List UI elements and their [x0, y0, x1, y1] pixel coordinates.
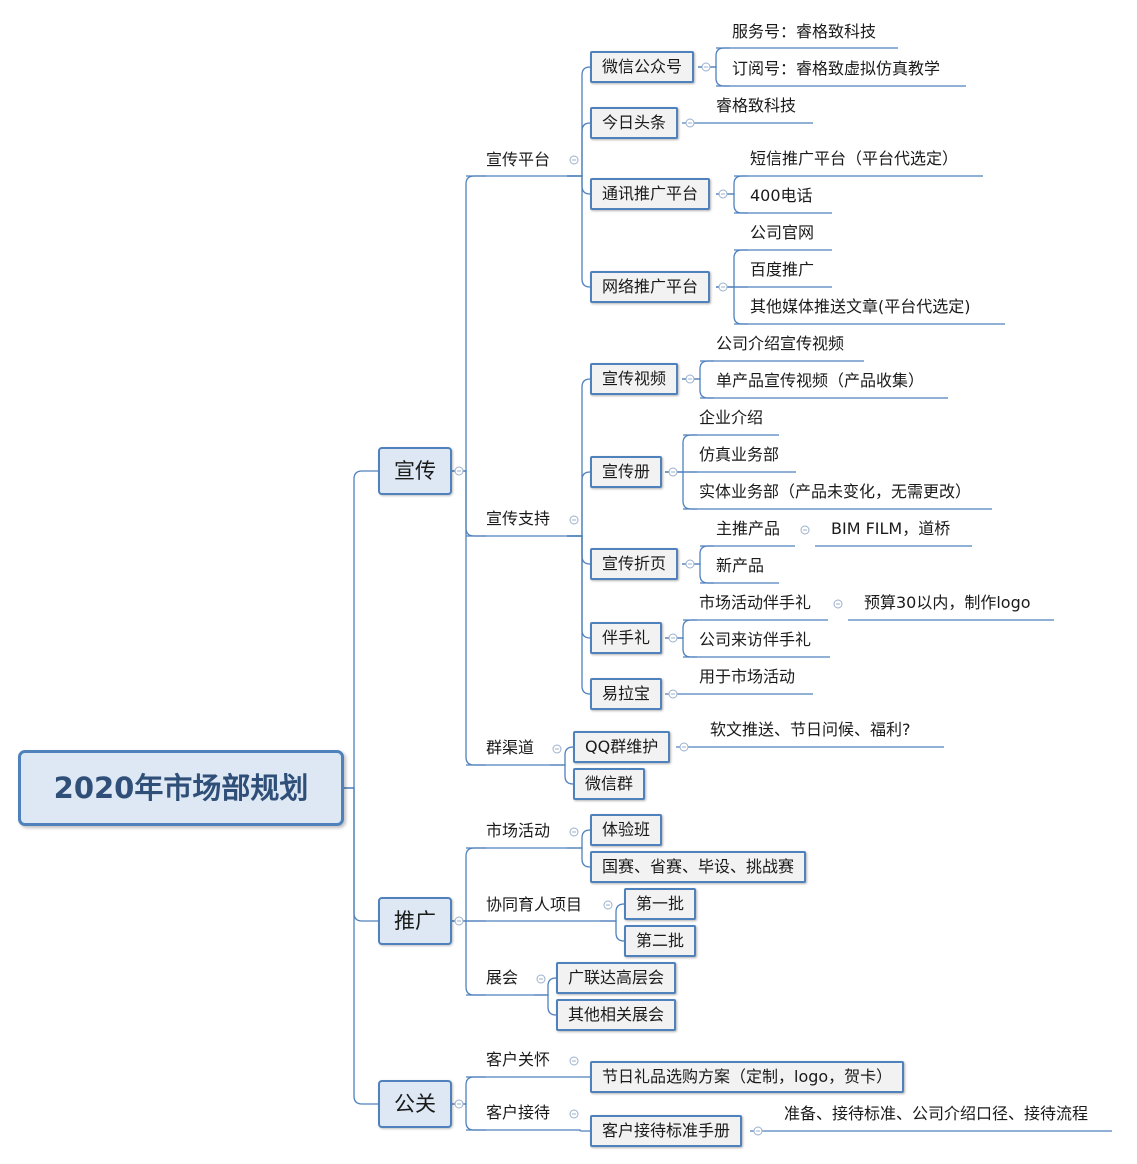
topic-rollup[interactable]: 易拉宝	[590, 678, 663, 710]
main-topic-xuanchuan[interactable]: 宣传	[378, 447, 452, 495]
leaf-qq-detail[interactable]: 软文推送、节日问候、福利?	[710, 720, 911, 739]
leaf-bim-film[interactable]: BIM FILM，道桥	[831, 519, 951, 538]
topic-web[interactable]: 网络推广平台	[590, 271, 711, 303]
topic-reception-manual[interactable]: 客户接待标准手册	[590, 1115, 743, 1147]
leaf-wechat-service[interactable]: 服务号：睿格致科技	[732, 22, 877, 41]
edge-group-0	[550, 746, 574, 766]
root-topic[interactable]: 2020年市场部规划	[18, 750, 344, 826]
edge-xuanchuan-0	[452, 175, 486, 472]
topic-gift[interactable]: 伴手礼	[590, 622, 663, 654]
edge-support-0	[567, 378, 591, 537]
edge-root-2	[344, 787, 378, 1105]
edge-platform-0	[567, 66, 591, 177]
topic-reception[interactable]: 客户接待	[486, 1103, 551, 1122]
edge-platform-2	[567, 175, 591, 195]
edge-tuiguang-0	[452, 847, 486, 922]
edge-support-2	[567, 535, 591, 565]
topic-folder[interactable]: 宣传折页	[590, 548, 679, 580]
leaf-official-site[interactable]: 公司官网	[750, 223, 815, 242]
edge-brochure-2	[665, 471, 697, 510]
leaf-visit-gift[interactable]: 公司来访伴手礼	[699, 630, 812, 649]
topic-trial-class[interactable]: 体验班	[590, 814, 663, 846]
edge-web-2	[716, 286, 748, 325]
edge-tuiguang-2	[452, 920, 486, 996]
leaf-event-gift[interactable]: 市场活动伴手礼	[699, 593, 812, 612]
topic-toutiao[interactable]: 今日头条	[590, 107, 679, 139]
edge-platform-3	[567, 175, 591, 288]
topic-customer-care[interactable]: 客户关怀	[486, 1050, 551, 1069]
leaf-main-product[interactable]: 主推产品	[716, 519, 781, 538]
leaf-toutiao-account[interactable]: 睿格致科技	[716, 96, 797, 115]
edge-group-1	[550, 764, 574, 785]
edge-project-1	[600, 920, 625, 942]
edge-xuanchuan-1	[452, 470, 486, 537]
edge-support-3	[567, 535, 591, 639]
edge-root-0	[344, 470, 378, 789]
edge-reception-0	[567, 1129, 590, 1132]
leaf-physical-dept[interactable]: 实体业务部（产品未变化，无需更改）	[699, 482, 972, 501]
topic-group[interactable]: 群渠道	[486, 738, 535, 757]
topic-coop-project[interactable]: 协同育人项目	[486, 895, 583, 914]
leaf-new-product[interactable]: 新产品	[716, 556, 765, 575]
edge-support-1	[567, 471, 591, 537]
edge-exhibit-0	[534, 977, 557, 996]
leaf-other-media[interactable]: 其他媒体推送文章(平台代选定)	[750, 297, 971, 316]
topic-wechat-official[interactable]: 微信公众号	[590, 51, 695, 83]
leaf-product-video[interactable]: 单产品宣传视频（产品收集）	[716, 371, 925, 390]
topic-exhibition[interactable]: 展会	[486, 968, 519, 987]
topic-first-batch[interactable]: 第一批	[624, 888, 697, 920]
topic-gld-meeting[interactable]: 广联达高层会	[556, 962, 677, 994]
edge-activity-0	[567, 829, 591, 849]
edge-exhibit-1	[534, 994, 557, 1016]
leaf-sms[interactable]: 短信推广平台（平台代选定）	[750, 149, 959, 168]
topic-qq-group[interactable]: QQ群维护	[573, 731, 671, 763]
main-topic-tuiguang[interactable]: 推广	[378, 897, 452, 945]
topic-holiday-gift[interactable]: 节日礼品选购方案（定制，logo，贺卡）	[590, 1061, 905, 1093]
edge-activity-1	[567, 847, 591, 868]
topic-market-activity[interactable]: 市场活动	[486, 821, 551, 840]
edge-project-0	[600, 903, 625, 922]
topic-telecom[interactable]: 通讯推广平台	[590, 178, 711, 210]
topic-platform[interactable]: 宣传平台	[486, 150, 551, 169]
leaf-company-video[interactable]: 公司介绍宣传视频	[716, 334, 845, 353]
topic-other-exhibits[interactable]: 其他相关展会	[556, 999, 677, 1031]
leaf-400-phone[interactable]: 400电话	[750, 186, 813, 205]
leaf-sim-dept[interactable]: 仿真业务部	[699, 445, 780, 464]
topic-brochure[interactable]: 宣传册	[590, 456, 663, 488]
topic-second-batch[interactable]: 第二批	[624, 925, 697, 957]
leaf-gift-budget[interactable]: 预算30以内，制作logo	[864, 593, 1031, 612]
main-topic-gongguan[interactable]: 公关	[378, 1080, 452, 1128]
leaf-reception-detail[interactable]: 准备、接待标准、公司介绍口径、接待流程	[784, 1104, 1089, 1123]
topic-wechat-group[interactable]: 微信群	[573, 768, 646, 800]
leaf-rollup-use[interactable]: 用于市场活动	[699, 667, 796, 686]
leaf-baidu[interactable]: 百度推广	[750, 260, 815, 279]
edge-root-1	[344, 787, 378, 922]
edge-brochure-0	[665, 434, 697, 473]
edge-web-0	[716, 249, 748, 288]
edge-platform-1	[567, 122, 591, 177]
leaf-wechat-subscription[interactable]: 订阅号：睿格致虚拟仿真教学	[732, 59, 941, 78]
topic-support[interactable]: 宣传支持	[486, 509, 551, 528]
topic-contests[interactable]: 国赛、省赛、毕设、挑战赛	[590, 851, 807, 883]
leaf-company-intro[interactable]: 企业介绍	[699, 408, 764, 427]
edge-xuanchuan-2	[452, 470, 486, 766]
edge-support-4	[567, 535, 591, 695]
topic-video[interactable]: 宣传视频	[590, 363, 679, 395]
